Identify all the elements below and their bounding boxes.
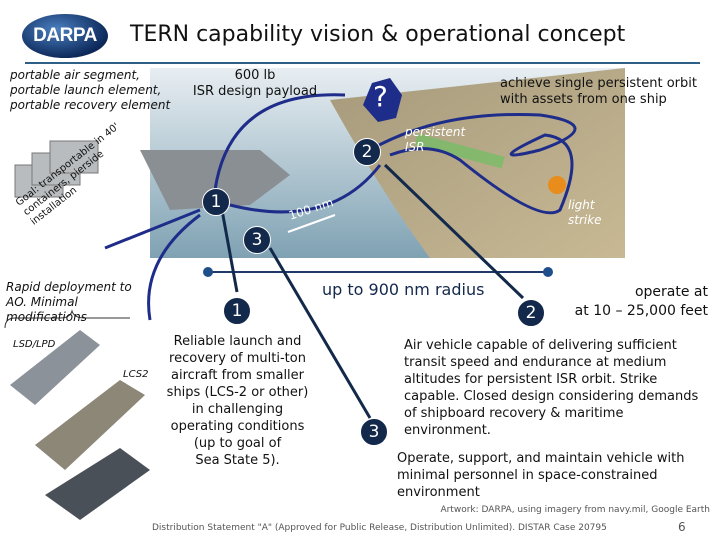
note-line: portable recovery element [10, 98, 171, 112]
note-line: Rapid deployment to [6, 280, 132, 294]
text-line: transit speed and endurance at medium [404, 355, 667, 370]
pointer-1 [220, 209, 239, 293]
text-line: altitudes for persistent ISR orbit. Stri… [404, 372, 658, 387]
radius-end-dot [543, 267, 553, 277]
text-line: Sea State 5). [195, 453, 280, 468]
note-line: operate at [634, 284, 708, 300]
note-line: modifications [6, 310, 87, 324]
ships-images [10, 330, 150, 520]
point-2-text: Air vehicle capable of delivering suffic… [404, 337, 698, 439]
artwork-credit: Artwork: DARPA, using imagery from navy.… [440, 505, 710, 515]
marker-3: 3 [243, 226, 271, 254]
strike-burst-icon [548, 176, 566, 194]
pointer-2 [383, 163, 525, 300]
note-line: achieve single persistent orbit [500, 76, 697, 91]
note-line: portable air segment, [10, 68, 140, 82]
range-arrow [287, 214, 336, 233]
text-line: environment [397, 485, 480, 500]
page-number: 6 [678, 520, 686, 534]
text-line: (up to goal of [193, 436, 282, 451]
radius-label: up to 900 nm radius [322, 280, 485, 299]
payload-weight: 600 lb [234, 68, 276, 83]
text-line: of shipboard recovery & maritime [404, 406, 624, 421]
pointer-3 [268, 247, 372, 419]
isr-area [414, 133, 505, 169]
ship-deploy-arrow [147, 213, 201, 321]
point-1-text: Reliable launch and recovery of multi-ton… [160, 333, 315, 469]
point-3-text: Operate, support, and maintain vehicle w… [397, 450, 684, 501]
text-line: aircraft from smaller [170, 368, 305, 383]
altitude-note: operate at at 10 – 25,000 feet [575, 283, 708, 321]
question-mark: ? [373, 80, 388, 113]
note-line: AO. Minimal [6, 295, 78, 309]
marker-2: 2 [353, 138, 381, 166]
payload-label: ISR design payload [192, 84, 318, 99]
text-line: Operate, support, and maintain vehicle w… [397, 451, 685, 466]
note-line: portable launch element, [10, 83, 162, 97]
containers-image [14, 140, 99, 198]
label-line: strike [568, 213, 602, 227]
label-line: persistent [405, 125, 466, 139]
distribution-statement: Distribution Statement "A" (Approved for… [152, 523, 607, 533]
text-line: operating conditions [170, 419, 305, 434]
text-line: capable. Closed design considering deman… [404, 389, 699, 404]
radius-start-dot [203, 267, 213, 277]
point-2-number: 2 [517, 299, 545, 327]
label-line: ISR [405, 140, 425, 154]
text-line: recovery of multi-ton [169, 351, 306, 366]
ship-label-msc: MSC assets [26, 459, 58, 485]
question-hex [363, 78, 402, 122]
note-line: with assets from one ship [500, 92, 667, 107]
text-line: Air vehicle capable of delivering suffic… [404, 338, 677, 353]
container-arrow [104, 208, 201, 250]
note-line: at 10 – 25,000 feet [574, 303, 708, 319]
point-1-number: 1 [223, 297, 251, 325]
ship-label-lsd: LSD/LPD [13, 339, 56, 350]
text-line: ships (LCS-2 or other) [166, 385, 309, 400]
ship-image [140, 150, 290, 210]
orbit-path [369, 112, 577, 215]
outbound-path [213, 93, 346, 191]
text-line: Reliable launch and [173, 334, 302, 349]
ship-label-lcs2: LCS2 [123, 369, 149, 380]
return-path [229, 164, 382, 214]
text-line: in challenging [191, 402, 284, 417]
text-line: minimal personnel in space-constrained [397, 468, 658, 483]
label-line: light [568, 198, 595, 212]
portable-note: portable air segment,portable launch ele… [10, 68, 170, 113]
point-3-number: 3 [360, 418, 388, 446]
darpa-logo: DARPA [22, 14, 108, 58]
title-divider [25, 62, 700, 64]
slide-title: TERN capability vision & operational con… [130, 22, 626, 47]
ship-bracket [4, 309, 130, 329]
marker-1: 1 [202, 188, 230, 216]
text-line: environment. [404, 423, 491, 438]
